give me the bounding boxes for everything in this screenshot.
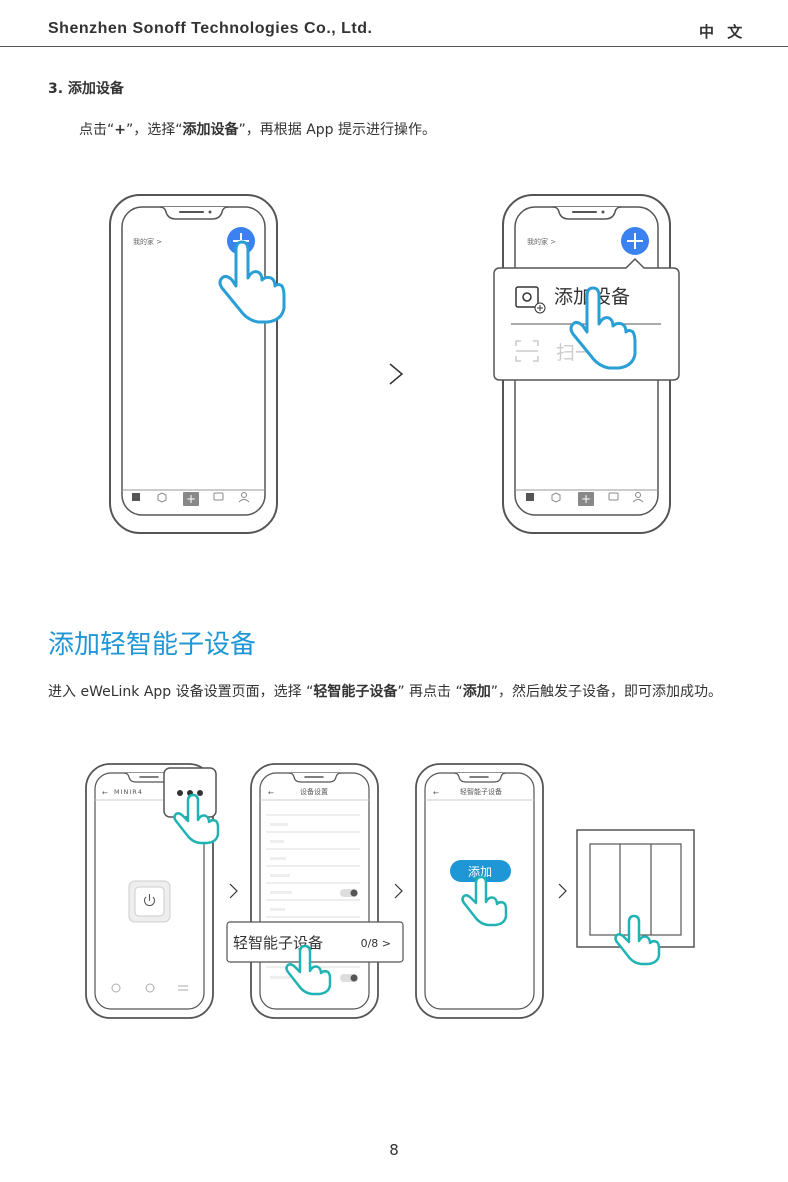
page-number: 8 bbox=[389, 1141, 399, 1159]
phone3-title: 轻智能子设备 bbox=[460, 787, 502, 796]
arrow-right-icon bbox=[394, 883, 403, 899]
message-tab-icon bbox=[608, 492, 619, 501]
instruction-plus: + bbox=[114, 122, 126, 138]
home-label: 我的家 > bbox=[527, 237, 556, 246]
arrow-right-icon bbox=[389, 363, 404, 385]
instruction-text: 点击“ bbox=[79, 122, 115, 138]
tap-hand-icon bbox=[173, 793, 220, 845]
back-arrow-icon: ← bbox=[102, 789, 108, 797]
phone-illustration-left: 我的家 > + bbox=[109, 194, 286, 534]
bottom-phone-3: ← 轻智能子设备 添加 bbox=[415, 763, 544, 1019]
section-instruction: 进入 eWeLink App 设备设置页面，选择 “轻智能子设备” 再点击 “添… bbox=[48, 678, 748, 707]
phone2-title: 设备设置 bbox=[300, 787, 328, 796]
instruction-text: 进入 eWeLink App 设备设置页面，选择 “ bbox=[48, 684, 314, 700]
arrow-right-icon bbox=[229, 883, 238, 899]
header-divider bbox=[0, 46, 788, 47]
language-label: 中 文 bbox=[699, 23, 747, 41]
instruction-text: ” 再点击 “ bbox=[397, 684, 463, 700]
add-device-icon bbox=[515, 286, 546, 314]
profile-tab-icon bbox=[632, 492, 644, 503]
scan-icon bbox=[515, 340, 539, 362]
back-arrow-icon: ← bbox=[268, 789, 274, 797]
tap-hand-icon bbox=[569, 286, 637, 370]
instruction-text: ”，然后触发子设备，即可添加成功。 bbox=[490, 684, 722, 700]
phone1-title: MINIR4 bbox=[114, 788, 143, 796]
sub-device-row: 轻智能子设备 0/8 > bbox=[226, 921, 404, 963]
bottom-phone-2: ← 设备设置 轻智能子设备 0/8 > bbox=[226, 763, 404, 1019]
instruction-sub-device: 轻智能子设备 bbox=[313, 684, 398, 700]
loop-icon bbox=[178, 985, 188, 991]
phone-illustration-right: 我的家 > + 添加设备 bbox=[493, 194, 680, 534]
instruction-text: ”，再根据 App 提示进行操作。 bbox=[238, 122, 437, 138]
power-button-icon bbox=[128, 880, 171, 923]
add-sub-device-button: 添加 bbox=[450, 860, 511, 882]
home-tab-icon bbox=[526, 493, 534, 501]
profile-tab-icon bbox=[238, 492, 250, 503]
tap-hand-icon bbox=[614, 914, 661, 966]
arrow-right-icon bbox=[558, 883, 567, 899]
timer-icon bbox=[111, 983, 121, 993]
tap-hand-icon bbox=[218, 240, 286, 324]
settings-rows bbox=[266, 814, 360, 979]
tap-hand-icon bbox=[285, 944, 332, 996]
add-button-label: 添加 bbox=[468, 865, 492, 879]
sub-device-count: 0/8 > bbox=[361, 937, 391, 950]
svg-text:+: + bbox=[581, 492, 591, 506]
svg-text:+: + bbox=[186, 492, 196, 506]
company-name: Shenzhen Sonoff Technologies Co., Ltd. bbox=[48, 20, 373, 37]
home-label: 我的家 > bbox=[133, 237, 162, 246]
toggle-icon bbox=[340, 974, 358, 982]
plus-button-icon bbox=[621, 227, 649, 255]
instruction-add-device: 添加设备 bbox=[182, 122, 239, 138]
bottom-phone-1: ← MINIR4 bbox=[85, 763, 220, 1019]
wall-switch-illustration bbox=[576, 829, 695, 966]
section-title: 添加轻智能子设备 bbox=[48, 630, 257, 660]
step-heading: 3. 添加设备 bbox=[48, 81, 124, 97]
instruction-add: 添加 bbox=[462, 684, 491, 700]
scene-tab-icon bbox=[157, 492, 167, 503]
step-instruction: 点击“+”，选择“添加设备”，再根据 App 提示进行操作。 bbox=[79, 119, 436, 139]
add-tab-icon: + bbox=[578, 492, 594, 506]
toggle-icon bbox=[340, 889, 358, 897]
add-tab-icon: + bbox=[183, 492, 199, 506]
back-arrow-icon: ← bbox=[433, 789, 439, 797]
schedule-icon bbox=[145, 983, 155, 993]
page-header: Shenzhen Sonoff Technologies Co., Ltd. 中… bbox=[0, 0, 788, 48]
instruction-text: ”，选择“ bbox=[126, 122, 183, 138]
home-tab-icon bbox=[132, 493, 140, 501]
scene-tab-icon bbox=[551, 492, 561, 503]
tap-hand-icon bbox=[461, 875, 508, 927]
message-tab-icon bbox=[213, 492, 224, 501]
